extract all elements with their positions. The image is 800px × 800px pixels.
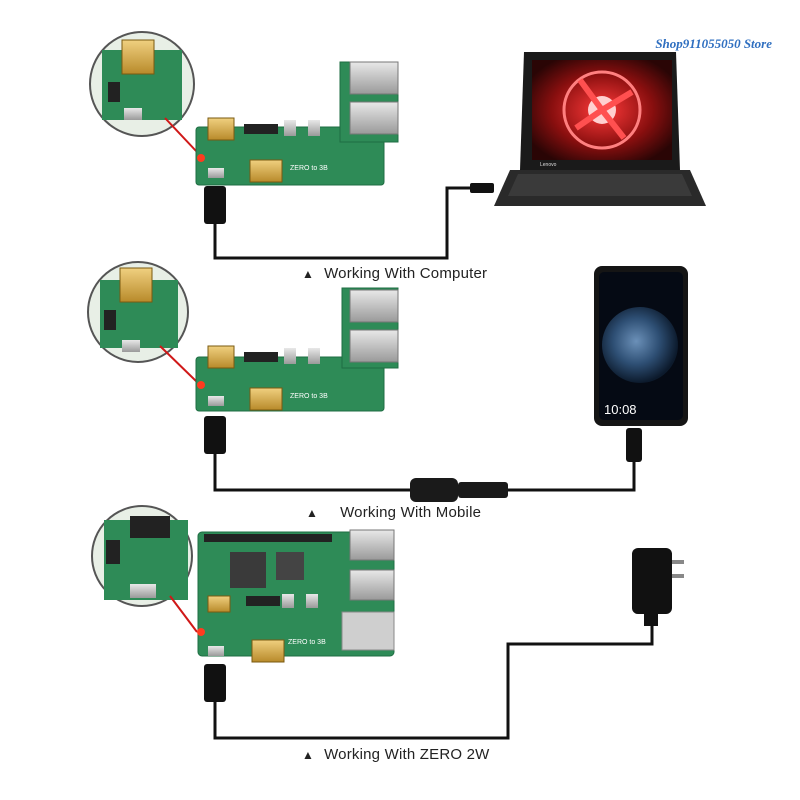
laptop-brand: Lenovo — [540, 162, 557, 168]
caption-computer: ▲Working With Computer — [302, 265, 488, 282]
section-zero2w: ZERO to 3B — [91, 505, 684, 740]
board-label: ZERO to 3B — [288, 639, 326, 646]
store-watermark: Shop911055050 Store — [655, 36, 772, 51]
usb-plug — [204, 186, 226, 224]
phone-time: 10:08 — [604, 402, 637, 417]
board-label: ZERO to 3B — [290, 165, 328, 172]
adapter-board: ZERO to 3B — [195, 287, 399, 412]
usb-plug — [204, 664, 226, 702]
smartphone: 10:08 — [594, 266, 688, 426]
otg-adapter — [410, 478, 458, 502]
zoom-callout — [87, 261, 198, 383]
zoom-callout — [91, 505, 198, 633]
power-adapter — [632, 548, 684, 626]
section-mobile: ZERO to 3B 10:08 — [87, 261, 688, 502]
caption-mobile: ▲Working With Mobile — [306, 504, 482, 521]
triangle-icon: ▲ — [302, 748, 315, 762]
phone-usb-plug — [626, 428, 642, 462]
caption-zero2w: ▲Working With ZERO 2W — [302, 746, 490, 763]
zoom-callout — [89, 31, 198, 153]
laptop-usb-plug — [470, 183, 494, 193]
laptop: Lenovo — [494, 52, 706, 206]
usb-plug — [204, 416, 226, 454]
triangle-icon: ▲ — [306, 506, 319, 520]
board-label: ZERO to 3B — [290, 393, 328, 400]
triangle-icon: ▲ — [302, 267, 315, 281]
adapter-board: ZERO to 3B — [195, 61, 399, 186]
raspberry-pi-stack: ZERO to 3B — [197, 529, 395, 663]
section-computer: ZERO to 3B Lenovo — [89, 31, 706, 260]
